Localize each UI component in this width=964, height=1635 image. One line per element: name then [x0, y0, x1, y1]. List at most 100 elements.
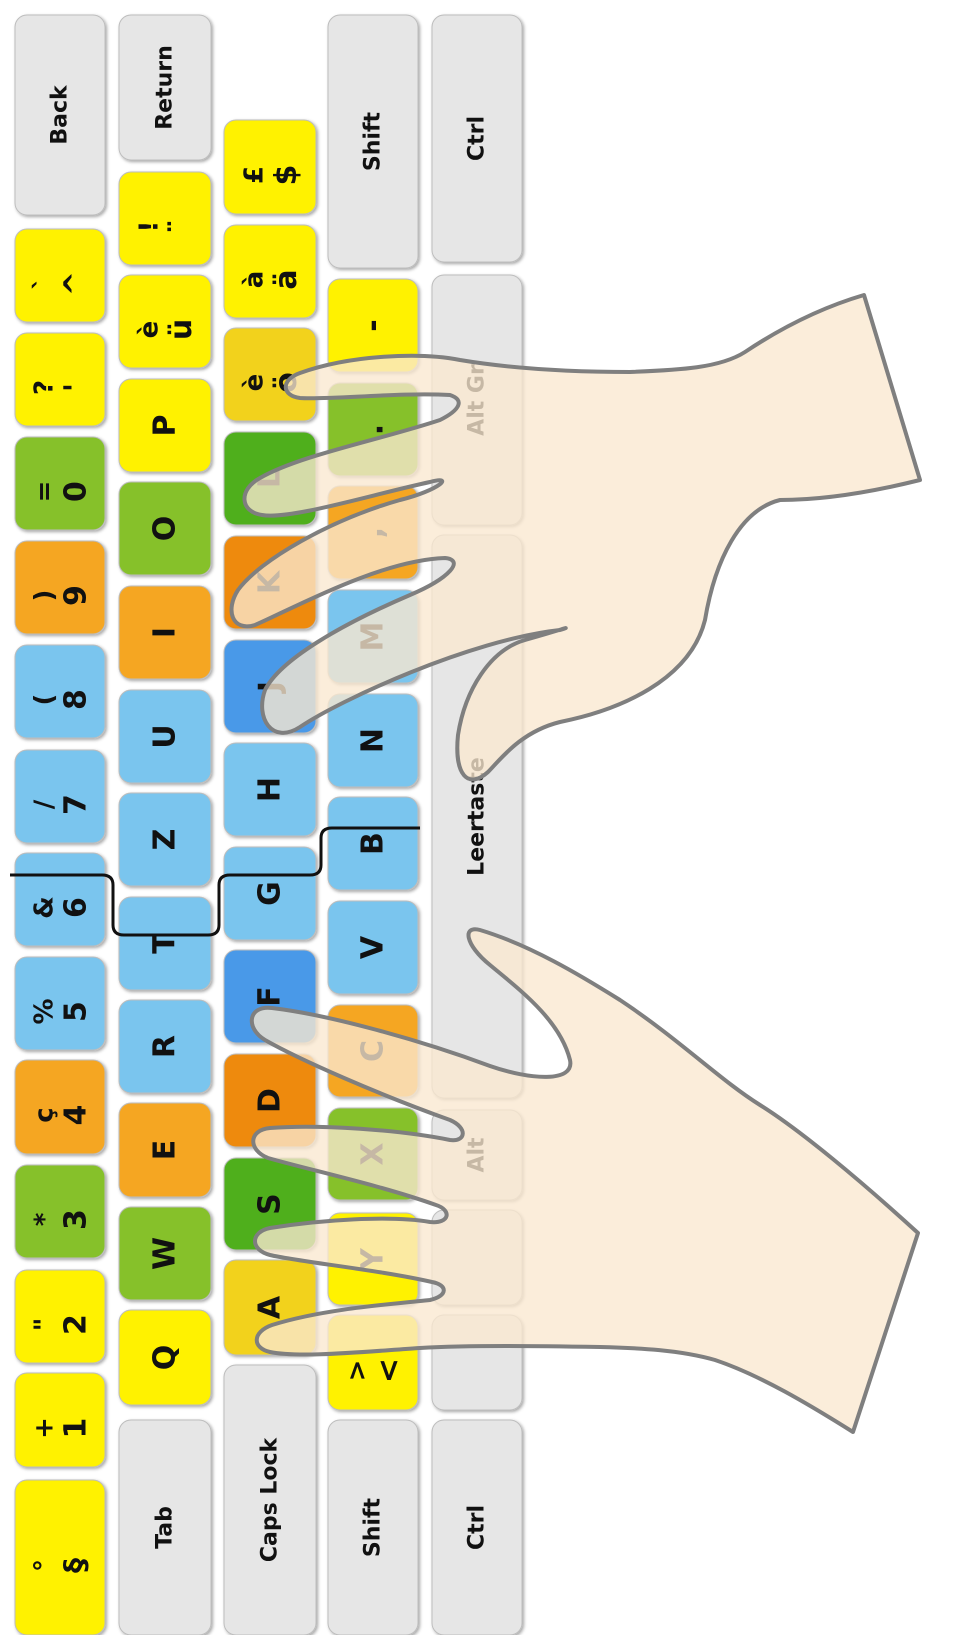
key-label: I — [148, 627, 183, 638]
key-label-shift: / — [30, 799, 60, 809]
key-label: S — [253, 1193, 288, 1215]
key-2[interactable]: "2 — [15, 1270, 105, 1363]
key-label: Q — [148, 1345, 183, 1371]
key-n[interactable]: N — [328, 694, 418, 787]
key-7[interactable]: /7 — [15, 750, 105, 843]
key-w[interactable]: W — [119, 1207, 211, 1300]
key-label: V — [356, 935, 391, 959]
key-3[interactable]: *3 — [15, 1165, 105, 1258]
key-return[interactable]: Return — [119, 15, 211, 160]
key-label-base: 2 — [59, 1314, 94, 1335]
key-label: G — [253, 881, 288, 906]
key-label-shift: + — [30, 1417, 60, 1439]
key-label-shift: * — [30, 1212, 60, 1226]
key-0[interactable]: =0 — [15, 437, 105, 530]
key-label: - — [356, 319, 391, 331]
key-9[interactable]: )9 — [15, 541, 105, 634]
key-i[interactable]: I — [119, 586, 211, 679]
key-label-base: 7 — [59, 794, 94, 815]
key-label: B — [356, 832, 391, 855]
key-section[interactable]: °§ — [15, 1480, 105, 1635]
key-caret[interactable]: `^ — [15, 229, 105, 322]
key-label: R — [148, 1035, 183, 1058]
key-6[interactable]: &6 — [15, 853, 105, 946]
key-p[interactable]: P — [119, 379, 211, 472]
key-label-base: < — [372, 1358, 407, 1383]
key-label: . — [356, 424, 391, 435]
key-label: D — [253, 1088, 288, 1113]
keyboard: °§+1"2*3ç4%5&6/7(8)9=0?'`^BackTabQWERTZU… — [15, 15, 522, 1635]
key-label: Shift — [361, 111, 386, 171]
key-label-base: 0 — [59, 481, 94, 502]
key-q[interactable]: Q — [119, 1310, 211, 1405]
key-label: Ctrl — [465, 116, 490, 161]
key-4[interactable]: ç4 — [15, 1060, 105, 1154]
key-caps[interactable]: Caps Lock — [224, 1365, 316, 1635]
key-apostrophe[interactable]: ?' — [15, 333, 105, 426]
key-label: U — [148, 724, 183, 748]
key-label-shift: £ — [239, 166, 269, 184]
key-label-shift: & — [30, 896, 60, 919]
key-label-shift: > — [343, 1360, 373, 1382]
key-e[interactable]: E — [119, 1103, 211, 1197]
key-label-base: 6 — [59, 897, 94, 918]
key-label: E — [148, 1140, 183, 1161]
key-o[interactable]: O — [119, 482, 211, 575]
key-label-shift: è — [134, 321, 164, 339]
key-v[interactable]: V — [328, 901, 418, 994]
key-5[interactable]: %5 — [15, 957, 105, 1050]
key-label: Back — [48, 84, 73, 145]
key-label-shift: ) — [30, 590, 60, 602]
key-label: Return — [153, 45, 178, 130]
key-label-base: 5 — [59, 1001, 94, 1022]
key-label-shift: = — [30, 481, 60, 503]
key-t[interactable]: T — [119, 897, 211, 990]
key-label-base: $ — [269, 165, 304, 186]
key-label-shift: à — [239, 271, 269, 289]
key-label-base: 8 — [59, 689, 94, 710]
top-row: TabQWERTZUIOPèü!¨Return — [119, 15, 211, 1635]
key-z[interactable]: Z — [119, 793, 211, 886]
key-label-shift: ! — [134, 221, 164, 233]
key-label-shift: % — [30, 998, 60, 1024]
key-1[interactable]: +1 — [15, 1373, 105, 1467]
key-label-shift: è — [239, 374, 269, 392]
key-lctrl[interactable]: Ctrl — [432, 1420, 522, 1635]
key-r[interactable]: R — [119, 1000, 211, 1093]
key-label: Tab — [153, 1506, 178, 1549]
key-label-base: ^ — [59, 271, 94, 296]
key-label-base: ü — [164, 319, 199, 340]
key-lshift[interactable]: Shift — [328, 1420, 418, 1635]
key-label-shift: " — [30, 1318, 60, 1332]
key-label: H — [253, 777, 288, 802]
key-dollar[interactable]: £$ — [224, 120, 316, 214]
key-label-base: 9 — [59, 585, 94, 606]
key-rctrl[interactable]: Ctrl — [432, 15, 522, 262]
key-label-base: 1 — [59, 1418, 94, 1439]
key-label-shift: ` — [30, 277, 60, 290]
key-label-shift: ? — [30, 380, 60, 395]
key-label: A — [253, 1295, 288, 1319]
key-label: O — [148, 516, 183, 542]
key-g[interactable]: G — [224, 847, 316, 940]
bottom-row: Shift><YXCVBNM,.-Shift — [328, 15, 418, 1635]
key-h[interactable]: H — [224, 743, 316, 836]
key-diaeresis[interactable]: !¨ — [119, 172, 211, 265]
key-label-base: ä — [269, 269, 304, 289]
right-hand — [232, 295, 920, 780]
key-tab[interactable]: Tab — [119, 1420, 211, 1635]
key-label: P — [148, 415, 183, 437]
number-row: °§+1"2*3ç4%5&6/7(8)9=0?'`^Back — [15, 15, 105, 1635]
key-8[interactable]: (8 — [15, 645, 105, 738]
key-u[interactable]: U — [119, 690, 211, 783]
key-label: Z — [148, 829, 183, 851]
key-label-base: ¨ — [164, 219, 199, 234]
key-label-shift: ° — [30, 1559, 60, 1572]
key-label: Ctrl — [465, 1505, 490, 1550]
key-back[interactable]: Back — [15, 15, 105, 215]
key-rshift[interactable]: Shift — [328, 15, 418, 268]
key-b[interactable]: B — [328, 797, 418, 890]
